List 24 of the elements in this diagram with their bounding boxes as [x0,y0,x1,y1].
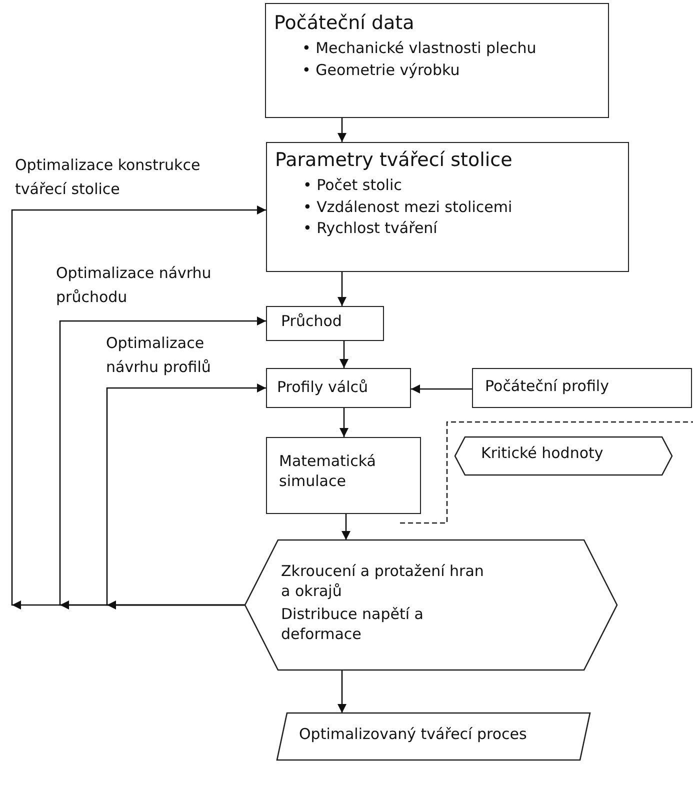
process-box [266,437,421,514]
process-box [472,368,692,408]
node-text: Kritické hodnoty [481,444,604,464]
box-heading: Počáteční data [274,12,416,36]
bullet-item: • Mechanické vlastnosti plechu [302,38,538,58]
node-text: Optimalizovaný tvářecí proces [299,725,528,744]
bullet-item: • Počet stolic [303,176,403,194]
process-box [266,368,411,408]
process-box [266,306,384,341]
node-text: Počáteční profily [485,377,610,396]
node-text: Průchod [281,312,343,332]
bullet-item: • Geometrie výrobku [302,60,461,80]
process-box [266,142,629,272]
node-text: Distribuce napětí a deformace [281,605,424,644]
node-text: Matematická simulace [279,452,377,491]
output-parallelogram [277,713,590,760]
hexagon-box [455,437,672,475]
box-heading: Parametry tvářecí stolice [275,149,514,173]
node-text: Profily válců [277,378,370,398]
node-text: Zkroucení a protažení hran a okrajů [281,562,485,601]
process-box [265,3,609,118]
bullet-item: • Vzdálenost mezi stolicemi [303,198,514,216]
hexagon-box [245,540,617,670]
bullet-item: • Rychlost tváření [303,219,438,238]
